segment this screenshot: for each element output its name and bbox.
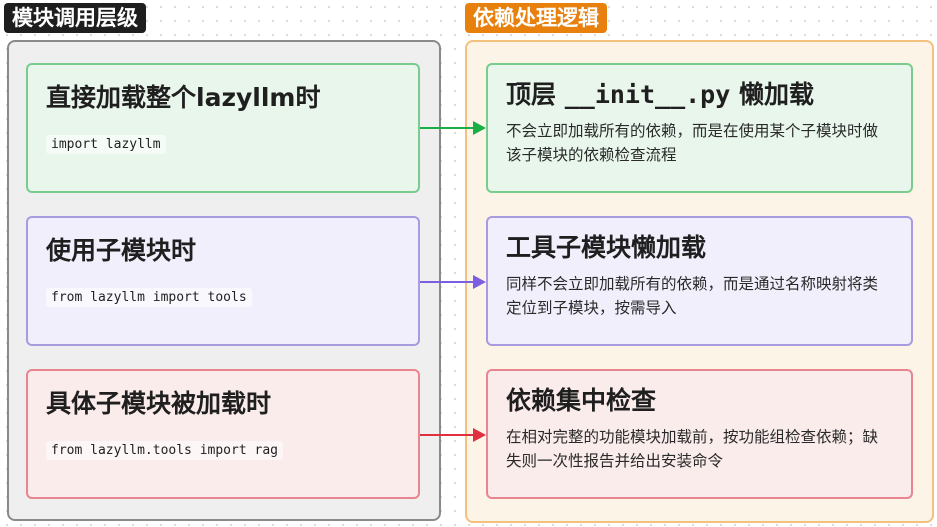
arrow-red-head [473,428,486,442]
centralized-dependency-check-title: 依赖集中检查 [506,386,657,415]
use-submodule-title: 使用子模块时 [46,236,197,265]
hierarchy-group-title: 模块调用层级 [4,3,146,33]
init-py-filename: __init__.py [564,80,731,109]
arrow-purple-head [473,275,486,289]
load-specific-submodule-code: from lazyllm.tools import rag [46,441,283,460]
top-level-lazy-load-title-prefix: 顶层 [506,80,565,109]
load-whole-lazyllm-code: import lazyllm [46,135,166,154]
arrow-green-head [473,121,486,135]
load-specific-submodule-title: 具体子模块被加载时 [46,389,272,418]
top-level-lazy-load-desc: 不会立即加载所有的依赖，而是在使用某个子模块时做该子模块的依赖检查流程 [506,122,879,164]
top-level-lazy-load-title-suffix: 懒加载 [730,80,815,109]
centralized-dependency-check-desc: 在相对完整的功能模块加载前，按功能组检查依赖；缺失则一次性报告并给出安装命令 [506,428,879,470]
load-whole-lazyllm-title: 直接加载整个lazyllm时 [46,83,321,112]
top-level-lazy-load-title: 顶层 __init__.py 懒加载 [506,77,893,113]
load-whole-lazyllm-card: 直接加载整个lazyllm时 import lazyllm [26,63,420,193]
tools-submodule-lazy-load-desc: 同样不会立即加载所有的依赖，而是通过名称映射将类定位到子模块，按需导入 [506,275,879,317]
load-specific-submodule-card: 具体子模块被加载时 from lazyllm.tools import rag [26,369,420,499]
dependency-group-title: 依赖处理逻辑 [465,3,607,33]
top-level-lazy-load-card: 顶层 __init__.py 懒加载 不会立即加载所有的依赖，而是在使用某个子模… [486,63,913,193]
use-submodule-code: from lazyllm import tools [46,288,252,307]
tools-submodule-lazy-load-card: 工具子模块懒加载 同样不会立即加载所有的依赖，而是通过名称映射将类定位到子模块，… [486,216,913,346]
centralized-dependency-check-card: 依赖集中检查 在相对完整的功能模块加载前，按功能组检查依赖；缺失则一次性报告并给… [486,369,913,499]
tools-submodule-lazy-load-title: 工具子模块懒加载 [506,233,707,262]
use-submodule-card: 使用子模块时 from lazyllm import tools [26,216,420,346]
